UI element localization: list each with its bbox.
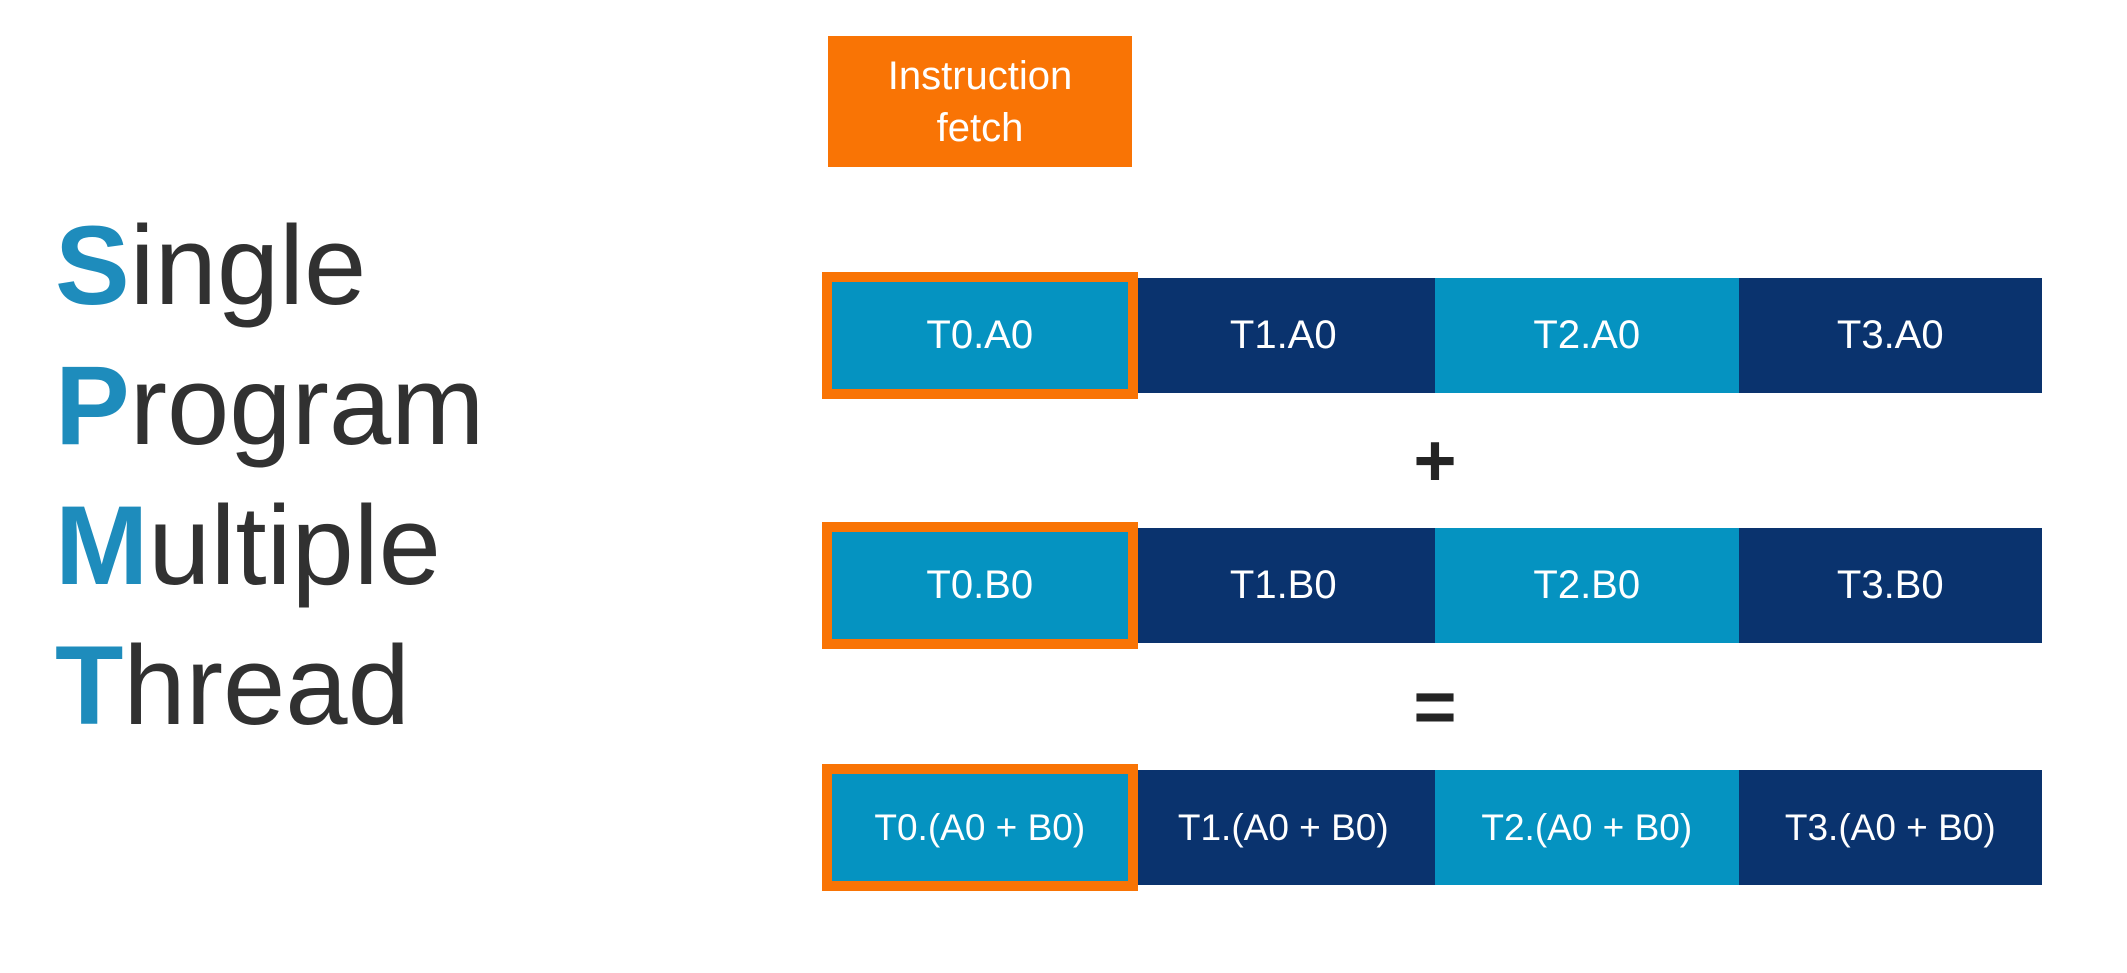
title-line-single: Single bbox=[55, 196, 484, 336]
title-rest-thread: hread bbox=[123, 623, 410, 748]
title-block: Single Program Multiple Thread bbox=[55, 196, 484, 756]
title-rest-program: rogram bbox=[129, 343, 485, 468]
title-rest-single: ingle bbox=[129, 203, 367, 328]
vector-row-result: T0.(A0 + B0) T1.(A0 + B0) T2.(A0 + B0) T… bbox=[822, 764, 2042, 891]
vector-row-operand-b: T0.B0 T1.B0 T2.B0 T3.B0 bbox=[822, 522, 2042, 649]
equals-operator: = bbox=[1413, 664, 1457, 748]
cell-t0-b0: T0.B0 bbox=[822, 522, 1138, 649]
cell-t1-a0: T1.A0 bbox=[1131, 278, 1435, 393]
cell-t1-b0: T1.B0 bbox=[1131, 528, 1435, 643]
plus-operator: + bbox=[1413, 418, 1457, 502]
title-line-multiple: Multiple bbox=[55, 476, 484, 616]
instruction-fetch-line2: fetch bbox=[936, 105, 1024, 150]
title-rest-multiple: ultiple bbox=[148, 483, 441, 608]
cell-t3-b0: T3.B0 bbox=[1738, 528, 2042, 643]
vector-row-operand-a: T0.A0 T1.A0 T2.A0 T3.A0 bbox=[822, 272, 2042, 399]
title-initial-t: T bbox=[55, 623, 124, 748]
instruction-fetch-line1: Instruction bbox=[887, 53, 1073, 98]
title-initial-m: M bbox=[55, 483, 149, 608]
cell-t2-result: T2.(A0 + B0) bbox=[1435, 770, 1739, 885]
cell-t3-a0: T3.A0 bbox=[1738, 278, 2042, 393]
cell-t2-a0: T2.A0 bbox=[1435, 278, 1739, 393]
cell-t0-result: T0.(A0 + B0) bbox=[822, 764, 1138, 891]
title-line-thread: Thread bbox=[55, 616, 484, 756]
title-initial-p: P bbox=[55, 343, 130, 468]
cell-t3-result: T3.(A0 + B0) bbox=[1738, 770, 2042, 885]
cell-t0-a0: T0.A0 bbox=[822, 272, 1138, 399]
cell-t2-b0: T2.B0 bbox=[1435, 528, 1739, 643]
cell-t1-result: T1.(A0 + B0) bbox=[1131, 770, 1435, 885]
title-initial-s: S bbox=[55, 203, 130, 328]
spmt-diagram: Instruction fetch T0.A0 T1.A0 T2.A0 T3.A… bbox=[822, 0, 2042, 973]
instruction-fetch-box: Instruction fetch bbox=[828, 36, 1132, 167]
title-line-program: Program bbox=[55, 336, 484, 476]
